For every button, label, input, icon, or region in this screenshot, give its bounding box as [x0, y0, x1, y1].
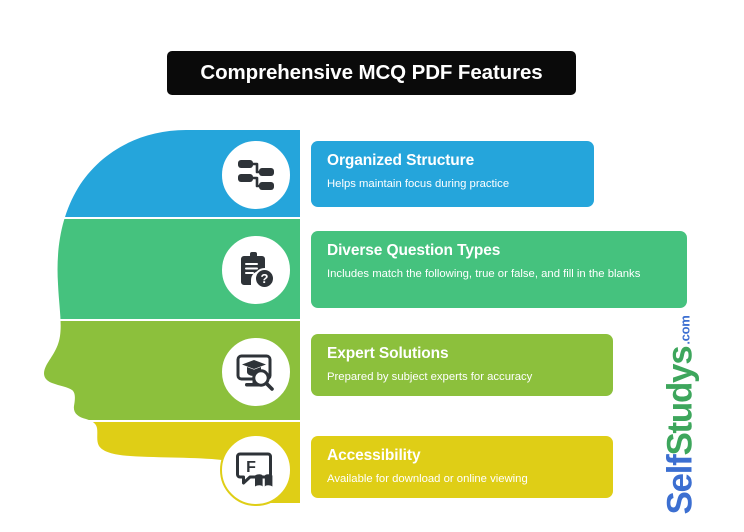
feature-card-diverse-question-types[interactable]: Diverse Question Types Includes match th…: [311, 231, 687, 308]
screen-book-icon: F: [236, 452, 273, 487]
feature-card-title: Diverse Question Types: [327, 242, 501, 259]
feature-card-title: Organized Structure: [327, 152, 475, 169]
feature-card-title: Accessibility: [327, 447, 421, 464]
brand-logo-studys: Studys: [660, 346, 700, 456]
svg-text:F: F: [246, 459, 256, 476]
feature-card-organized-structure[interactable]: Organized Structure Helps maintain focus…: [311, 141, 594, 207]
feature-card-description: Includes match the following, true or fa…: [327, 268, 641, 281]
hierarchy-flowchart-icon: [238, 160, 274, 190]
feature-icon-badge-3: [220, 336, 292, 408]
clipboard-question-icon: ?: [241, 252, 275, 289]
feature-icon-badge-2: ?: [220, 234, 292, 306]
feature-card-title: Expert Solutions: [327, 345, 449, 362]
feature-card-description: Prepared by subject experts for accuracy: [327, 371, 533, 384]
feature-card-description: Helps maintain focus during practice: [327, 178, 510, 191]
feature-icon-badge-1: [220, 139, 292, 211]
feature-card-accessibility[interactable]: Accessibility Available for download or …: [311, 436, 613, 498]
brand-logo-inner: SelfStudys .com: [660, 315, 700, 515]
feature-icon-badge-4: F: [220, 434, 292, 506]
brand-logo-dotcom: .com: [677, 315, 693, 345]
page-title-banner: Comprehensive MCQ PDF Features: [167, 51, 576, 95]
brand-logo[interactable]: SelfStudys .com: [624, 315, 736, 514]
feature-card-expert-solutions[interactable]: Expert Solutions Prepared by subject exp…: [311, 334, 613, 396]
svg-text:?: ?: [261, 271, 269, 286]
brand-logo-self: Self: [660, 455, 700, 515]
monitor-graduation-search-icon: [236, 354, 274, 391]
brand-logo-wordmark: SelfStudys: [660, 346, 700, 515]
feature-card-description: Available for download or online viewing: [327, 473, 528, 486]
page-title: Comprehensive MCQ PDF Features: [200, 61, 543, 84]
